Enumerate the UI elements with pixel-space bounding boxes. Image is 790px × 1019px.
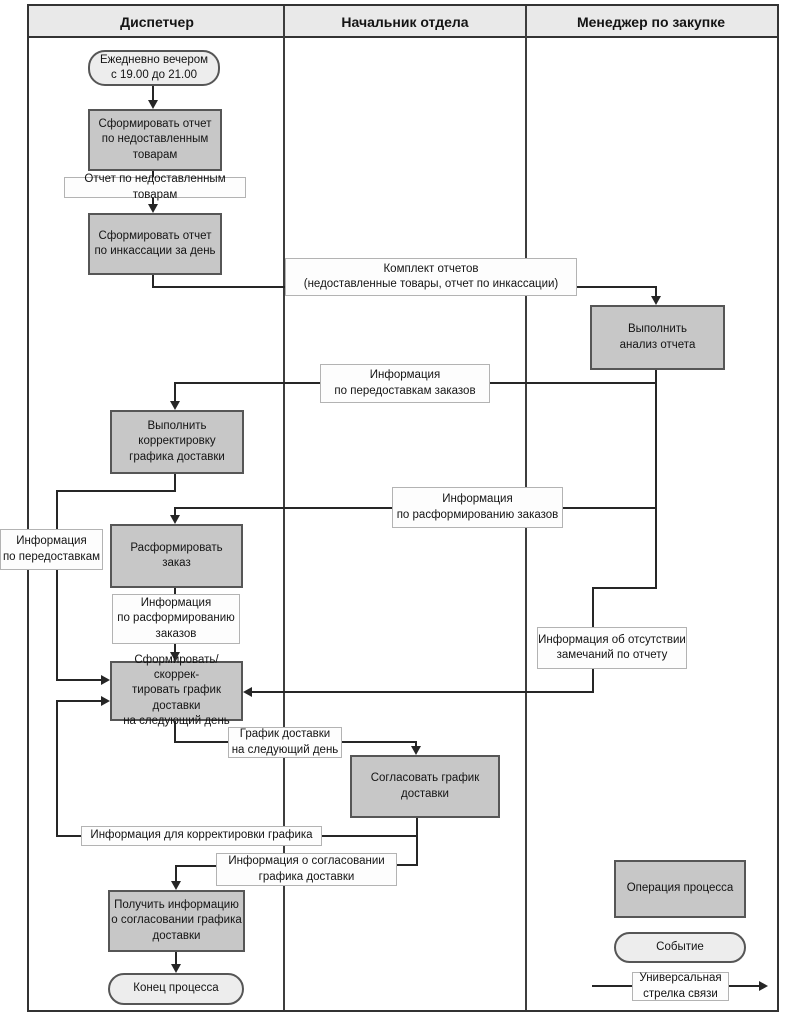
lane-title-purchase-manager: Менеджер по закупке (576, 14, 726, 30)
connector-segment (152, 275, 154, 288)
connector-segment (415, 741, 417, 747)
arrowhead (651, 296, 661, 305)
label-disband-orders: Информация по расформированию заказов (392, 487, 563, 528)
connector-segment (592, 587, 657, 589)
connector-segment (56, 490, 176, 492)
label-disband-info: Информация по расформированию заказов (112, 594, 240, 644)
arrowhead (243, 687, 252, 697)
arrowhead (170, 652, 180, 661)
label-redelivery-orders: Информация по передоставкам заказов (320, 364, 490, 403)
operation-analyze-report: Выполнить анализ отчета (590, 305, 725, 370)
arrowhead (101, 675, 110, 685)
arrowhead (148, 100, 158, 109)
connector-segment (175, 865, 217, 867)
operation-form-next-day-schedule: Сформировать/скоррек- тировать график до… (110, 654, 243, 727)
connector-segment (56, 700, 58, 837)
connector-segment (56, 835, 82, 837)
label-next-day-schedule: График доставки на следующий день (228, 727, 342, 758)
connector-segment (174, 474, 176, 491)
connector-segment (56, 679, 102, 681)
connector-segment (655, 286, 657, 297)
arrowhead (171, 881, 181, 890)
connector-segment (322, 835, 418, 837)
arrowhead (411, 746, 421, 755)
connector-segment (175, 865, 177, 882)
operation-form-cash-report: Сформировать отчет по инкассации за день (88, 213, 222, 275)
connector-segment (152, 86, 154, 102)
legend-arrow-label: Универсальная стрелка связи (632, 972, 729, 1001)
connector-segment (174, 721, 176, 743)
lane-title-dispatcher: Диспетчер (120, 14, 194, 30)
arrowhead (170, 401, 180, 410)
connector-segment (174, 507, 176, 516)
arrowhead (170, 515, 180, 524)
operation-correct-schedule: Выполнить корректировку графика доставки (110, 410, 244, 474)
connector-segment (56, 490, 58, 681)
arrowhead (171, 964, 181, 973)
arrowhead (101, 696, 110, 706)
label-undelivered-report: Отчет по недоставленным товарам (64, 173, 246, 201)
event-end: Конец процесса (108, 973, 244, 1005)
connector-segment (175, 952, 177, 965)
connector-segment (397, 864, 418, 866)
legend-arrowhead (759, 981, 768, 991)
label-redelivery-info: Информация по передоставкам (0, 529, 103, 570)
legend-operation-shape: Операция процесса (614, 860, 746, 918)
label-no-remarks: Информация об отсутствии замечаний по от… (537, 627, 687, 669)
operation-agree-schedule: Согласовать график доставки (350, 755, 500, 818)
label-agreement-info: Информация о согласовании графика достав… (216, 853, 397, 886)
arrowhead (148, 204, 158, 213)
label-correction-info: Информация для корректировки графика (81, 826, 322, 846)
operation-disband-order: Расформировать заказ (110, 524, 243, 588)
connector-segment (174, 382, 176, 402)
operation-form-undelivered-report: Сформировать отчет по недоставленным тов… (88, 109, 222, 171)
swimlane-header (29, 6, 777, 38)
lane-title-department-head: Начальник отдела (341, 14, 469, 30)
legend-event-shape: Событие (614, 932, 746, 963)
label-reports-set: Комплект отчетов (недоставленные товары,… (285, 258, 577, 296)
connector-segment (416, 818, 418, 866)
connector-segment (655, 370, 657, 589)
connector-segment (252, 691, 594, 693)
connector-segment (56, 700, 102, 702)
operation-receive-agreement-info: Получить информацию о согласовании графи… (108, 890, 245, 952)
event-start: Ежедневно вечером с 19.00 до 21.00 (88, 50, 220, 86)
